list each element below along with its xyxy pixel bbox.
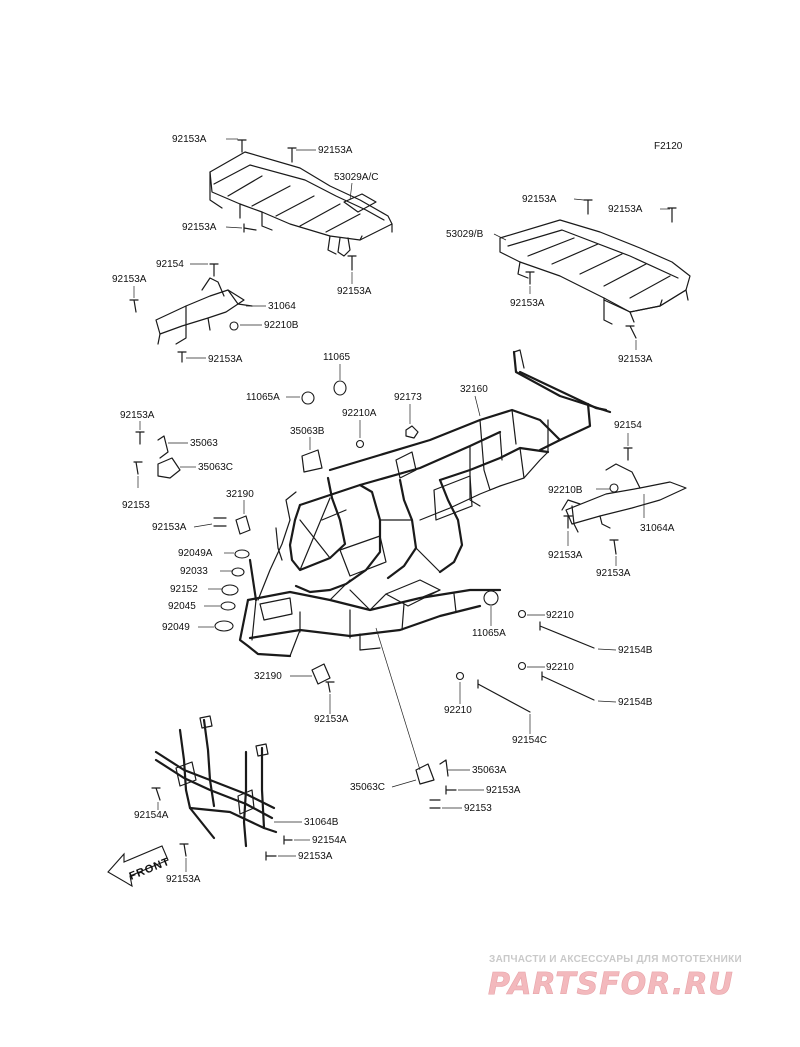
callout-label: 92210A — [342, 408, 377, 419]
rear-stay-31064A — [561, 463, 687, 533]
callout-label: 35063A — [472, 765, 507, 776]
callout-label: 92153A — [120, 410, 155, 421]
callout-label: 11065A — [246, 392, 280, 403]
front-arrow-icon: FRONT — [107, 845, 172, 888]
callout-label: 92153A — [522, 194, 557, 205]
callout-label: 92153A — [608, 204, 643, 215]
callout-label: 92210B — [548, 485, 583, 496]
callout-label: 31064B — [304, 817, 339, 828]
callout-label: 92153A — [112, 274, 147, 285]
callout-label: 35063B — [290, 426, 325, 437]
callout-label: 92153A — [182, 222, 217, 233]
leader-lines — [133, 138, 670, 872]
callout-label: 92154B — [618, 697, 653, 708]
callout-label: 92154 — [614, 420, 642, 431]
callout-label: 32190 — [254, 671, 282, 682]
callout-label: 11065 — [323, 352, 351, 363]
callout-label: 92033 — [180, 566, 208, 577]
callout-label: 92153 — [122, 500, 150, 511]
hardware-parts — [129, 139, 677, 861]
callout-label: 92154A — [312, 835, 347, 846]
callout-label: 53029/B — [446, 229, 484, 240]
callout-label: 92154A — [134, 810, 169, 821]
callout-label: 92153A — [172, 134, 207, 145]
callout-label: 35063C — [350, 782, 385, 793]
callout-label: 92173 — [394, 392, 422, 403]
callout-label: 92153A — [208, 354, 243, 365]
main-frame-32160 — [238, 349, 612, 658]
watermark-logo: PARTSFOR.RU — [488, 967, 734, 1002]
rear-carrier-rack — [499, 219, 691, 325]
front-carrier-rack — [209, 151, 393, 257]
callout-label: 31064A — [640, 523, 675, 534]
diagram-code: F2120 — [654, 141, 683, 152]
callout-label: 92153A — [314, 714, 349, 725]
callout-label: 92153A — [337, 286, 372, 297]
callout-label: 32160 — [460, 384, 488, 395]
callout-label: 92153A — [166, 874, 201, 885]
callout-label: 92154C — [512, 735, 547, 746]
callout-label: 92153A — [548, 550, 583, 561]
callout-label: 92049A — [178, 548, 213, 559]
watermark-tagline: ЗАПЧАСТИ И АКСЕССУАРЫ ДЛЯ МОТОТЕХНИКИ — [489, 954, 742, 965]
callout-label: 92153A — [618, 354, 653, 365]
callout-label: 53029A/C — [334, 172, 378, 183]
callout-label: 92210 — [546, 662, 574, 673]
callout-label: 92152 — [170, 584, 198, 595]
callout-label: 92153A — [298, 851, 333, 862]
callout-label: 35063C — [198, 462, 233, 473]
callout-label: 92153A — [510, 298, 545, 309]
callout-label: 11065A — [472, 628, 506, 639]
front-guard-31064B — [154, 715, 278, 848]
callout-label: 31064 — [268, 301, 296, 312]
callout-label: 92153A — [596, 568, 631, 579]
callout-labels: F2120 92153A 92153A 53029A/C 92153A 9215… — [112, 134, 683, 885]
callout-label: 92210 — [546, 610, 574, 621]
watermark: ЗАПЧАСТИ И АКСЕССУАРЫ ДЛЯ МОТОТЕХНИКИ PA… — [488, 954, 742, 1002]
callout-label: 92153A — [486, 785, 521, 796]
callout-label: 92045 — [168, 601, 196, 612]
front-stay-31064 — [155, 277, 253, 345]
callout-label: 92210 — [444, 705, 472, 716]
callout-label: 92153A — [318, 145, 353, 156]
callout-label: 92154B — [618, 645, 653, 656]
callout-label: 92153A — [152, 522, 187, 533]
callout-label: 92153 — [464, 803, 492, 814]
callout-label: 92210B — [264, 320, 299, 331]
callout-label: 92154 — [156, 259, 184, 270]
callout-label: 35063 — [190, 438, 218, 449]
callout-label: 32190 — [226, 489, 254, 500]
callout-label: 92049 — [162, 622, 190, 633]
